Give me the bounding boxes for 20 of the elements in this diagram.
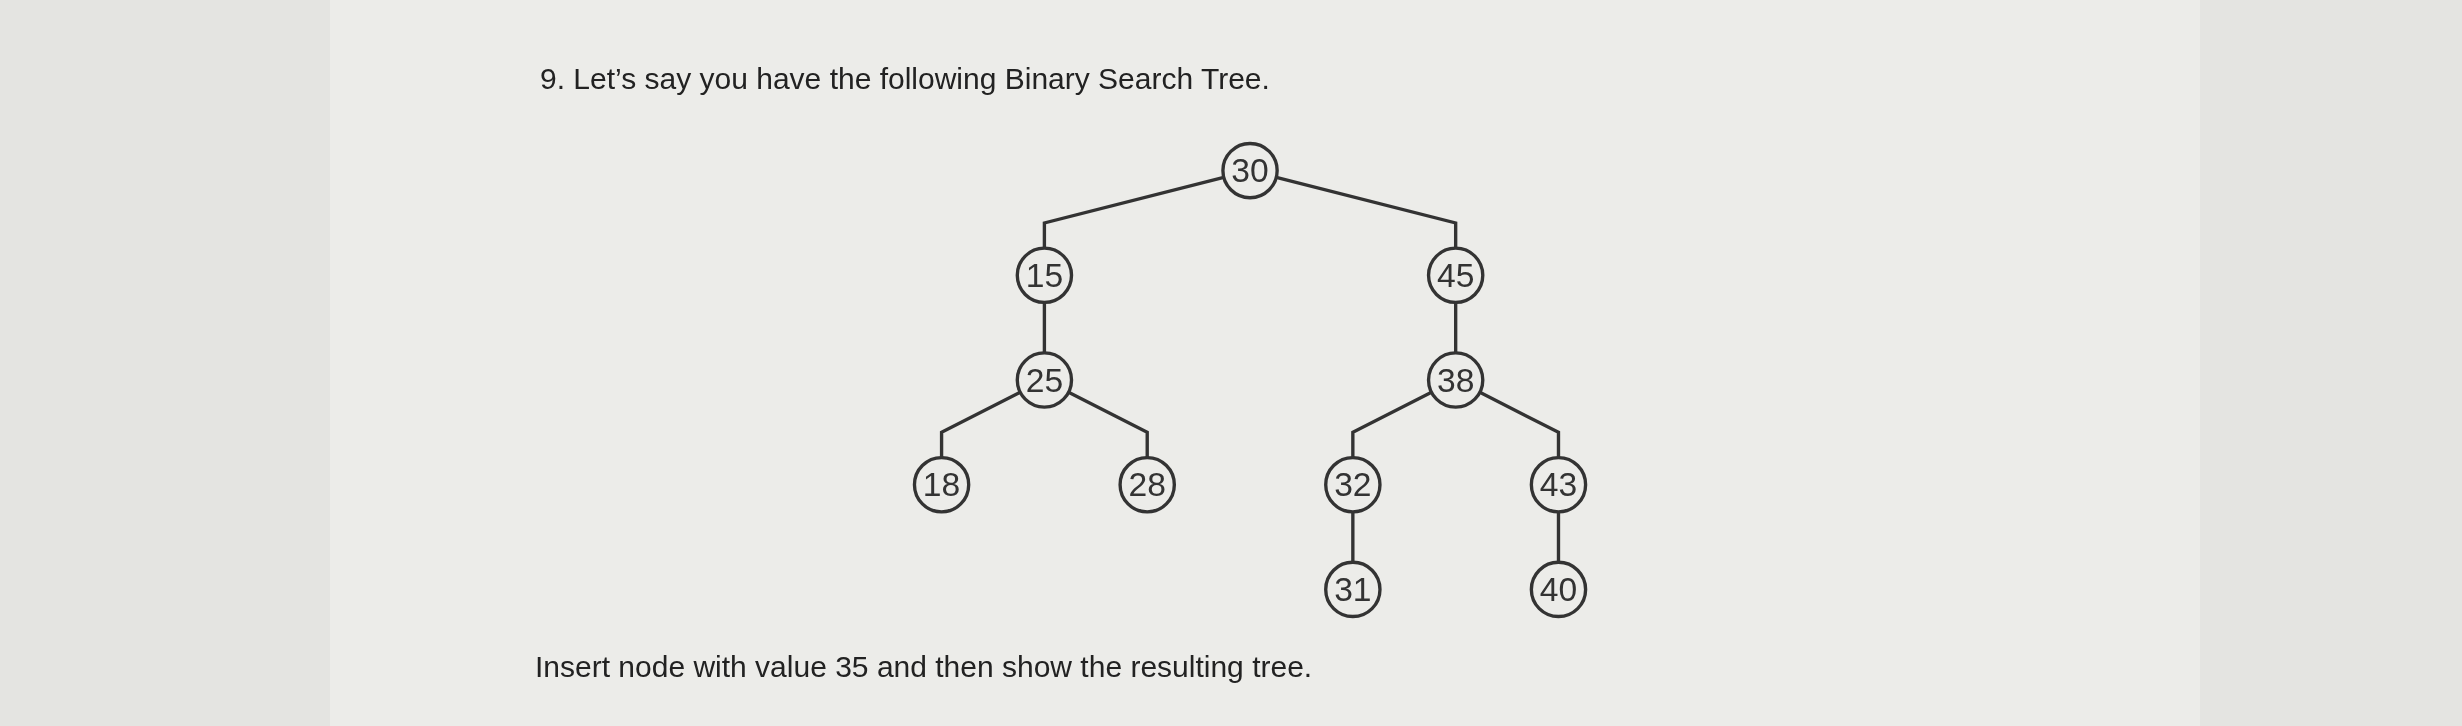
node-circle: 32 <box>1324 455 1382 514</box>
node-circle: 38 <box>1426 351 1485 409</box>
connector <box>939 390 1021 458</box>
connector <box>1556 511 1561 563</box>
instruction-text: Insert node with value 35 and then show the resulting tree. <box>535 650 1313 684</box>
question-text: 9. Let’s say you have the following Binary Search Tree. <box>540 62 1270 96</box>
node-circle: 43 <box>1529 455 1588 514</box>
connector <box>1479 390 1561 458</box>
node-circle: 30 <box>1221 141 1279 200</box>
connector <box>1351 511 1355 563</box>
node-circle: 45 <box>1426 246 1485 305</box>
node-circle: 18 <box>912 455 971 514</box>
node-circle: 15 <box>1015 246 1074 305</box>
connector <box>1351 390 1433 458</box>
node-circle: 40 <box>1529 560 1588 619</box>
node-circle: 31 <box>1324 560 1382 619</box>
connector <box>1453 302 1458 353</box>
node-circle: 28 <box>1118 455 1176 514</box>
node-circle: 25 <box>1015 351 1074 409</box>
connector <box>1042 302 1047 353</box>
